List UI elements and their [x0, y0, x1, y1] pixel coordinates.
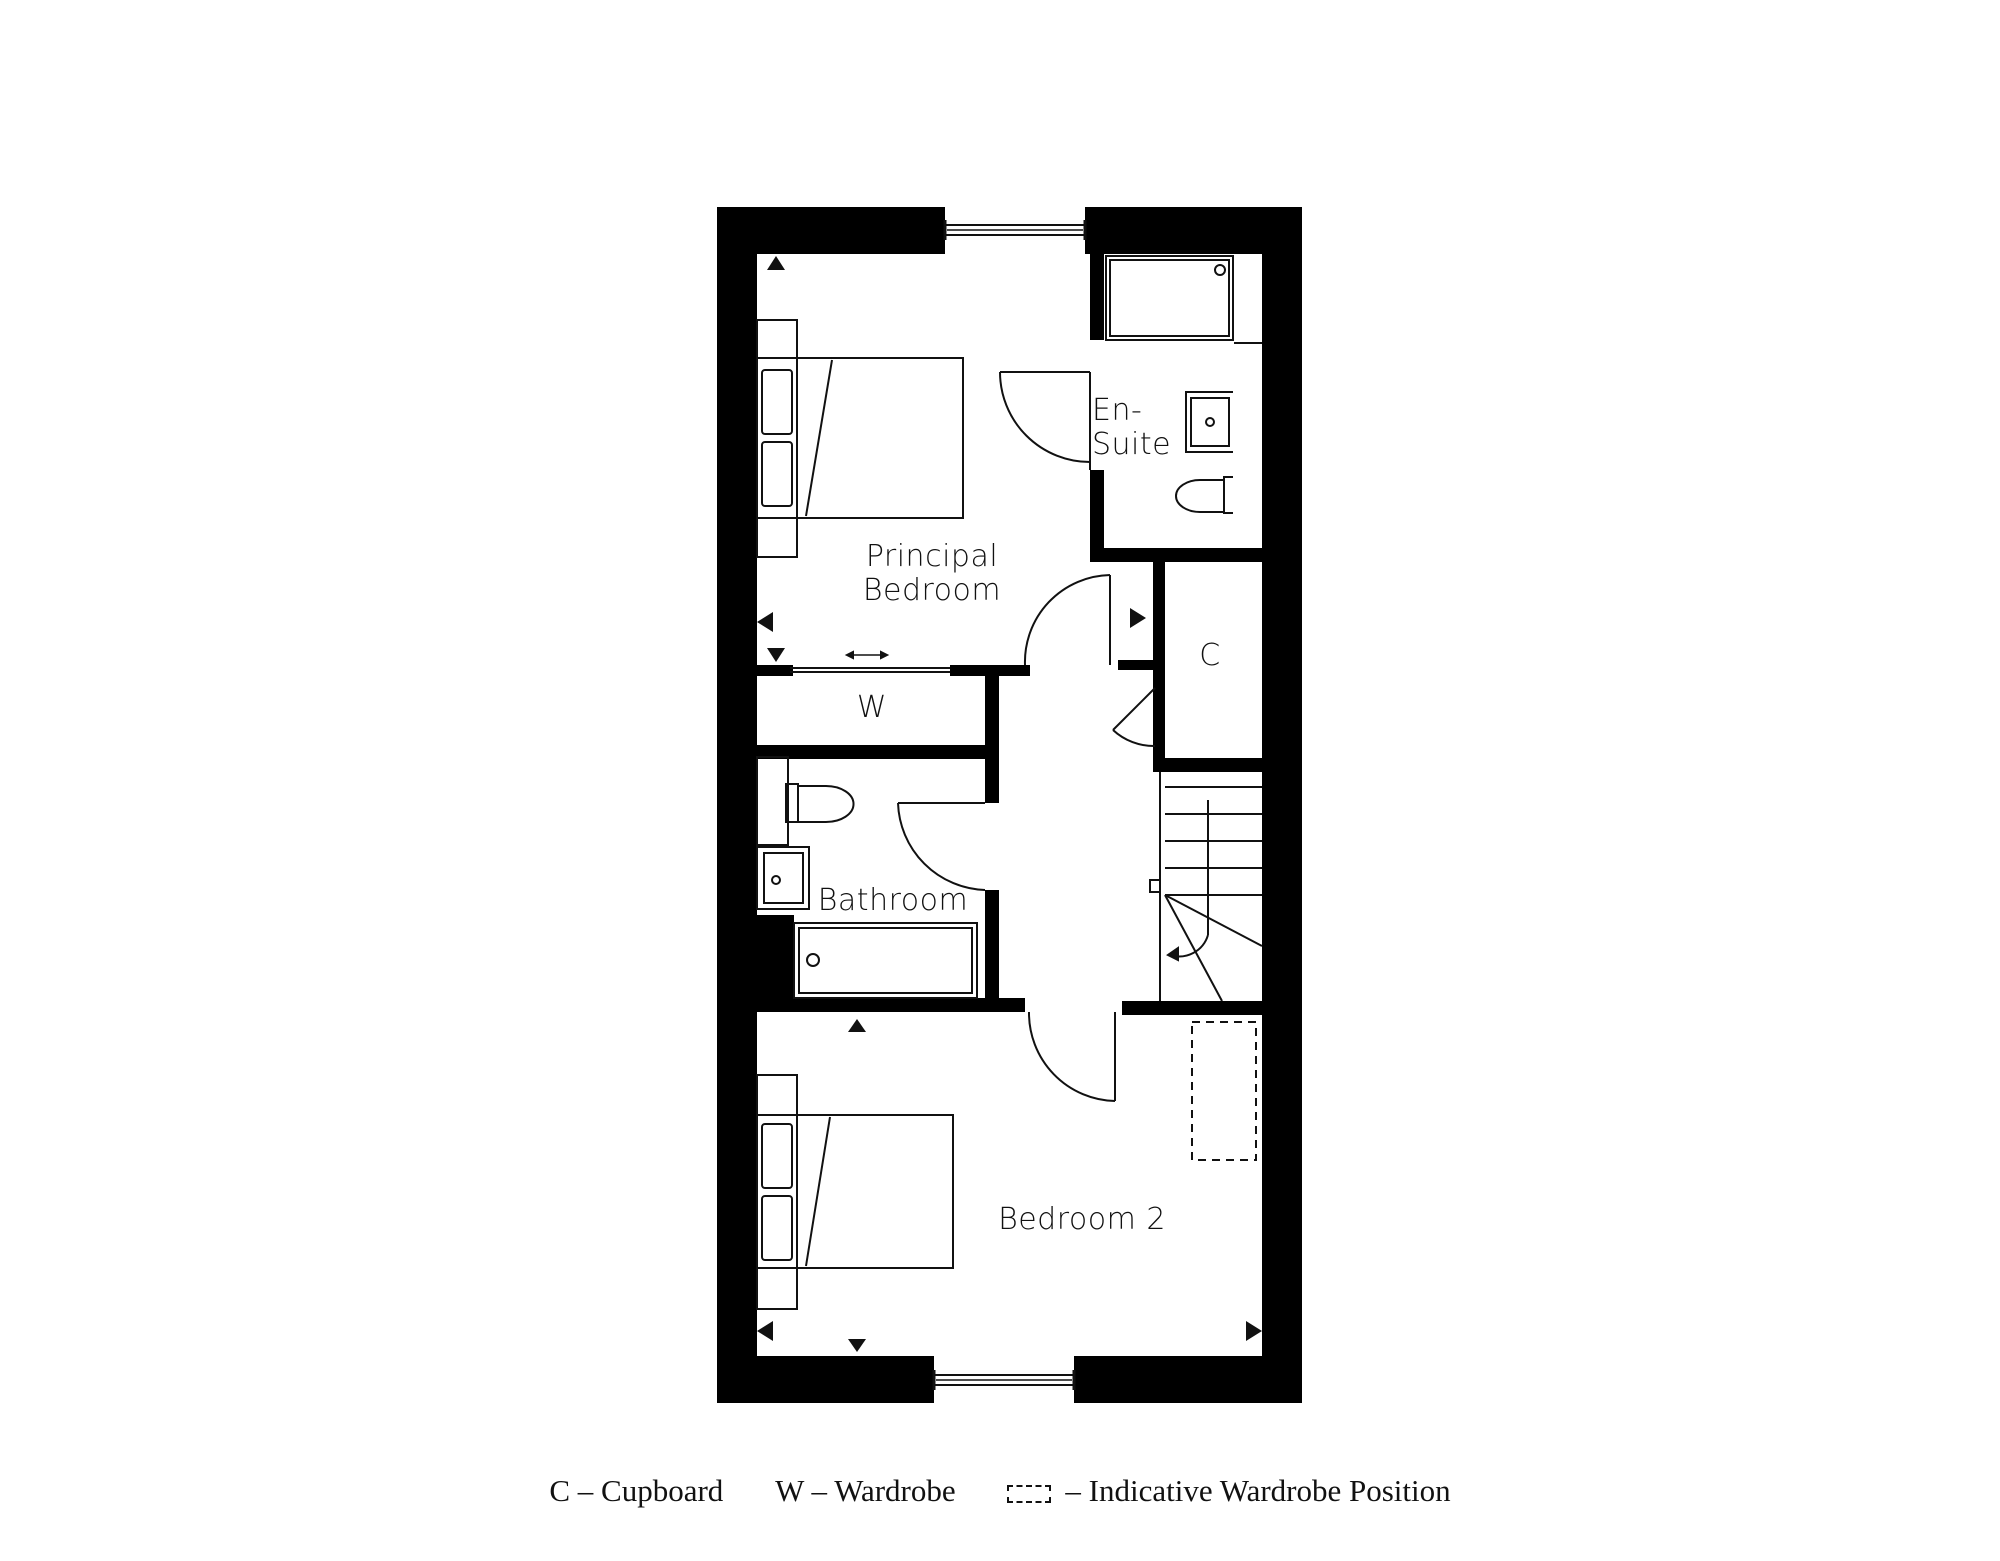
window-bottom [932, 1356, 1076, 1403]
indicative-wardrobe [1191, 1021, 1257, 1161]
label-bedroom-2: Bedroom 2 [998, 1202, 1166, 1237]
label-bathroom: Bathroom [818, 883, 968, 918]
ensuite-toilet [1175, 476, 1237, 514]
wardrobe-sliding-doors [790, 650, 950, 673]
door-bathroom [897, 802, 986, 891]
door-bedroom-2 [1027, 1011, 1116, 1102]
interior-walls [717, 254, 1262, 1015]
bedroom-2-bed [756, 1074, 954, 1310]
window-top [943, 207, 1087, 254]
bath [793, 922, 978, 999]
legend-indicative-wardrobe: – Indicative Wardrobe Position [1007, 1472, 1451, 1509]
bathroom-toilet [785, 783, 855, 823]
label-principal-bedroom-2: Bedroom [863, 573, 1001, 608]
bathroom-basin [756, 756, 810, 910]
door-ensuite [999, 371, 1091, 470]
door-cupboard [1112, 687, 1156, 748]
label-principal-bedroom-1: Principal [866, 539, 998, 574]
dashed-box-icon [1007, 1484, 1052, 1503]
label-en-suite-1: En- [1092, 393, 1142, 428]
shower-tray [1105, 255, 1234, 341]
legend-wardrobe: W – Wardrobe [775, 1472, 956, 1508]
elevation-markers [757, 256, 1262, 1352]
principal-bed [756, 319, 964, 558]
legend: C – Cupboard W – Wardrobe – Indicative W… [0, 1470, 2000, 1509]
staircase [1149, 772, 1263, 1002]
label-cupboard: C [1199, 638, 1220, 673]
label-en-suite-2: Suite [1092, 427, 1171, 462]
legend-cupboard: C – Cupboard [549, 1472, 724, 1508]
label-wardrobe: W [857, 690, 887, 725]
legend-indicative-text: – Indicative Wardrobe Position [1065, 1472, 1451, 1508]
door-principal-bedroom [1023, 574, 1111, 666]
